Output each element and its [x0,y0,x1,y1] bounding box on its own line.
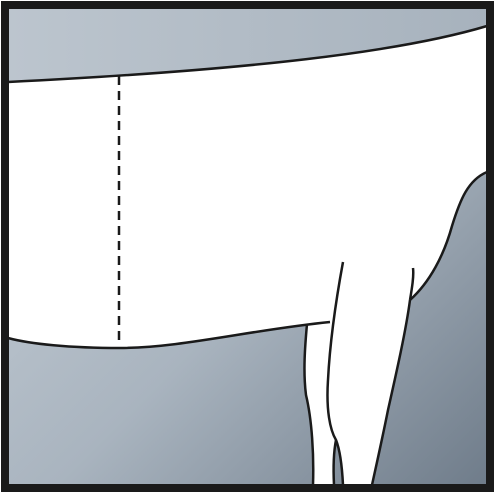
cow-illustration [0,0,495,493]
diagram-canvas [0,0,495,493]
